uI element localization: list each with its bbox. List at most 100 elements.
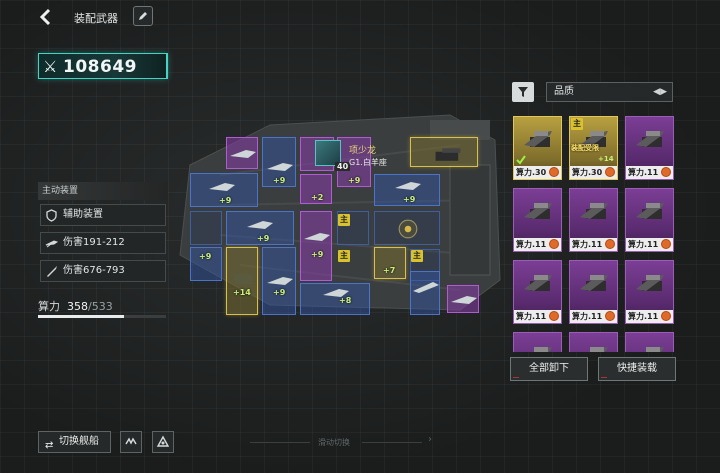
pilot-sign: G1.白羊座 xyxy=(349,158,387,167)
swipe-divider xyxy=(250,442,310,443)
weapon-icon xyxy=(534,347,552,352)
fleet-button[interactable] xyxy=(152,431,174,453)
weapon-slot[interactable]: +9 xyxy=(190,247,222,281)
sort-dropdown[interactable]: 品质 ◀▶ xyxy=(546,82,673,102)
weapon-icon xyxy=(413,282,439,293)
compute-value: 算力.11 xyxy=(572,240,603,249)
crossed-swords-icon: ⚔ xyxy=(43,57,58,76)
compute-progress-bar xyxy=(38,315,166,318)
compute-progress-fill xyxy=(38,315,125,318)
edit-button[interactable] xyxy=(133,6,153,26)
weapon-icon xyxy=(451,296,477,304)
inventory-item[interactable]: 算力.30 xyxy=(513,116,562,180)
inventory-item[interactable]: 算力.11 xyxy=(625,116,674,180)
weapon-icon xyxy=(209,183,235,191)
upgrade-badge: +9 xyxy=(257,234,270,243)
inventory-item[interactable]: 算力.11 xyxy=(625,188,674,252)
weapon-slot[interactable] xyxy=(410,137,478,167)
rocket-icon xyxy=(47,266,57,277)
pilot-avatar xyxy=(315,140,341,166)
switch-ship-button[interactable]: ⇄ 切换舰船 xyxy=(38,431,111,453)
weapon-slot[interactable]: +9 xyxy=(226,211,294,245)
upgrade-badge: +9 xyxy=(219,196,232,205)
main-weapon-marker: 主 xyxy=(411,250,423,262)
gear-icon xyxy=(549,239,559,249)
main-weapon-marker: 主 xyxy=(571,118,583,130)
switch-ship-label: 切换舰船 xyxy=(59,436,99,447)
weapon-icon xyxy=(267,163,293,171)
weapon-icon xyxy=(636,203,664,219)
upgrade-badge: +9 xyxy=(348,176,361,185)
inventory-item[interactable] xyxy=(569,332,618,352)
weapon-icon xyxy=(524,275,552,291)
weapon-icon xyxy=(580,275,608,291)
page-title: 装配武器 xyxy=(74,12,118,25)
upgrade-badge: +7 xyxy=(383,266,396,275)
device-item-auxiliary[interactable]: 辅助装置 xyxy=(40,204,166,226)
weapon-slot[interactable]: +2 xyxy=(300,174,332,204)
upgrade-badge: +9 xyxy=(403,195,416,204)
item-compute-cost: 算力.11 xyxy=(570,238,617,251)
weapon-slot[interactable]: +8 xyxy=(300,283,370,315)
quick-load-button[interactable]: 快捷装载 xyxy=(598,357,676,381)
swipe-divider xyxy=(362,442,422,443)
weapon-slot[interactable]: +9 xyxy=(262,247,296,315)
upgrade-badge: +9 xyxy=(311,250,324,259)
weapon-slot[interactable]: +9 xyxy=(374,174,440,206)
inventory-item[interactable] xyxy=(625,332,674,352)
inventory-item[interactable] xyxy=(513,332,562,352)
weapon-slot[interactable]: +9 xyxy=(300,211,332,281)
formation-button[interactable] xyxy=(120,431,142,453)
weapon-slot[interactable] xyxy=(410,271,440,315)
gear-icon xyxy=(549,311,559,321)
inventory-item[interactable]: 算力.11 xyxy=(569,260,618,324)
compute-value: 算力.11 xyxy=(572,312,603,321)
item-compute-cost: 算力.11 xyxy=(514,310,561,323)
device-item-damage-1[interactable]: 伤害191-212 xyxy=(40,232,166,254)
inventory-item[interactable]: 算力.11 xyxy=(513,260,562,324)
combat-power-value: 108649 xyxy=(63,57,137,77)
item-compute-cost: 算力.30 xyxy=(514,166,561,179)
weapon-slot[interactable]: +7 xyxy=(374,247,406,279)
weapon-icon xyxy=(395,182,421,190)
weapon-slot[interactable]: +9 xyxy=(190,173,258,207)
weapon-icon xyxy=(524,131,552,147)
inventory-item[interactable]: 算力.11 xyxy=(569,188,618,252)
item-compute-cost: 算力.30 xyxy=(570,166,617,179)
weapon-slot[interactable]: +14 xyxy=(226,247,258,315)
sort-toggle-icon: ◀▶ xyxy=(653,87,667,97)
empty-slot[interactable] xyxy=(190,211,222,245)
missile-icon xyxy=(45,240,58,248)
unload-all-button[interactable]: 全部卸下 xyxy=(510,357,588,381)
weapon-icon xyxy=(230,150,256,158)
inventory-item[interactable]: 算力.11 xyxy=(625,260,674,324)
upgrade-badge: +14 xyxy=(598,155,614,163)
compute-value: 算力.30 xyxy=(516,168,547,177)
weapon-slot[interactable] xyxy=(226,137,258,169)
device-label: 伤害676-793 xyxy=(63,265,125,276)
weapon-icon xyxy=(636,275,664,291)
pilot-card[interactable]: 40 项少龙 G1.白羊座 xyxy=(315,140,410,172)
filter-button[interactable] xyxy=(512,82,534,102)
item-compute-cost: 算力.11 xyxy=(626,166,673,179)
weapon-slot[interactable] xyxy=(447,285,479,313)
chevron-right-icon[interactable]: › xyxy=(428,434,432,445)
weapon-slot[interactable]: +9 xyxy=(262,137,296,187)
device-item-damage-2[interactable]: 伤害676-793 xyxy=(40,260,166,282)
weapon-icon xyxy=(580,131,608,147)
main-weapon-marker: 主 xyxy=(338,250,350,262)
weapon-icon xyxy=(636,131,664,147)
gear-icon xyxy=(605,311,615,321)
upgrade-badge: +2 xyxy=(311,193,324,202)
top-bar: 装配武器 xyxy=(0,0,720,34)
gear-icon xyxy=(549,167,559,177)
back-button[interactable] xyxy=(38,8,54,26)
sort-selected-value: 品质 xyxy=(554,86,574,97)
upgrade-badge: +14 xyxy=(233,288,251,297)
gear-icon xyxy=(605,239,615,249)
item-compute-cost: 算力.11 xyxy=(626,238,673,251)
empty-slot[interactable] xyxy=(374,211,440,245)
inventory-item[interactable]: 算力.11 xyxy=(513,188,562,252)
